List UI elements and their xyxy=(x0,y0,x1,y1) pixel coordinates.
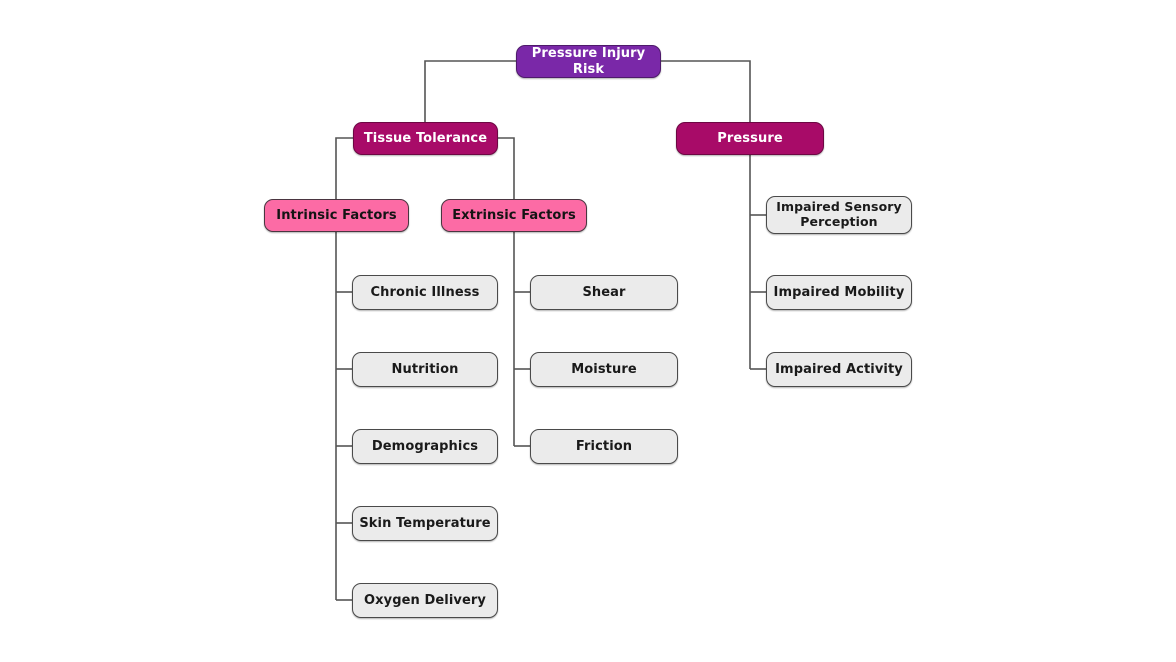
node-impaired-activity[interactable]: Impaired Activity xyxy=(766,352,912,387)
node-chronic-illness[interactable]: Chronic Illness xyxy=(352,275,498,310)
node-shear[interactable]: Shear xyxy=(530,275,678,310)
edge-root-to-pressure xyxy=(661,60,751,122)
node-tissue-tolerance[interactable]: Tissue Tolerance xyxy=(353,122,498,155)
node-impaired-sensory-perception[interactable]: Impaired Sensory Perception xyxy=(766,196,912,234)
node-skin-temperature[interactable]: Skin Temperature xyxy=(352,506,498,541)
node-pressure[interactable]: Pressure xyxy=(676,122,824,155)
node-extrinsic-factors[interactable]: Extrinsic Factors xyxy=(441,199,587,232)
edge-tissue-to-extrinsic xyxy=(498,137,515,199)
node-friction[interactable]: Friction xyxy=(530,429,678,464)
node-pressure-injury-risk[interactable]: Pressure Injury Risk xyxy=(516,45,661,78)
node-intrinsic-factors[interactable]: Intrinsic Factors xyxy=(264,199,409,232)
node-nutrition[interactable]: Nutrition xyxy=(352,352,498,387)
node-oxygen-delivery[interactable]: Oxygen Delivery xyxy=(352,583,498,618)
node-impaired-mobility[interactable]: Impaired Mobility xyxy=(766,275,912,310)
node-moisture[interactable]: Moisture xyxy=(530,352,678,387)
edge-root-to-tissue-tolerance xyxy=(424,60,516,122)
node-demographics[interactable]: Demographics xyxy=(352,429,498,464)
edge-tissue-to-intrinsic xyxy=(335,137,353,199)
